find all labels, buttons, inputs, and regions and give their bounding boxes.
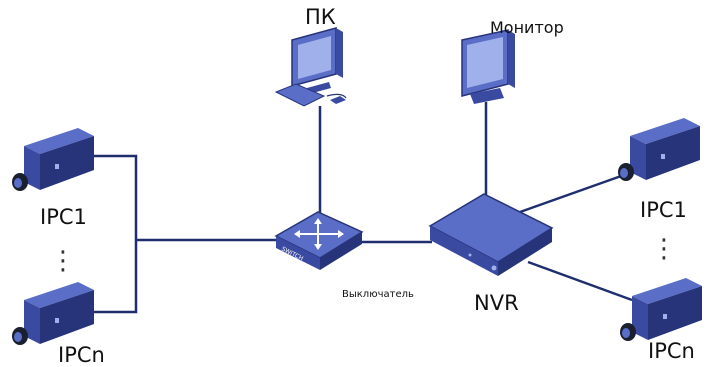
monitor-icon <box>461 29 515 104</box>
pc-icon <box>274 27 347 107</box>
right-ellipsis: ⋮ <box>651 234 677 264</box>
right-ipc1-label: IPC1 <box>640 198 687 222</box>
nvr-to-right-ipcn-line <box>527 260 633 302</box>
camera-right-ipc1-icon <box>618 118 700 181</box>
monitor-label: Монитор <box>490 18 564 37</box>
camera-left-ipc1-icon <box>12 128 94 191</box>
camera-left-ipcn-icon <box>12 282 94 345</box>
pc-label: ПК <box>305 5 336 29</box>
nvr-to-right-ipc1-line <box>519 173 625 214</box>
camera-right-ipcn-icon <box>620 278 702 341</box>
left-ellipsis: ⋮ <box>50 246 76 276</box>
left-ipc1-label: IPC1 <box>40 205 87 229</box>
switch-caption: Выключатель <box>342 289 414 300</box>
left-ipcn-label: IPCn <box>58 343 105 367</box>
switch-icon: SWITCH <box>274 211 364 270</box>
right-ipcn-label: IPCn <box>648 339 695 363</box>
connection-lines <box>92 102 633 314</box>
nvr-icon <box>428 193 554 276</box>
nvr-label: NVR <box>474 291 519 315</box>
left-camera-bus <box>92 154 138 314</box>
